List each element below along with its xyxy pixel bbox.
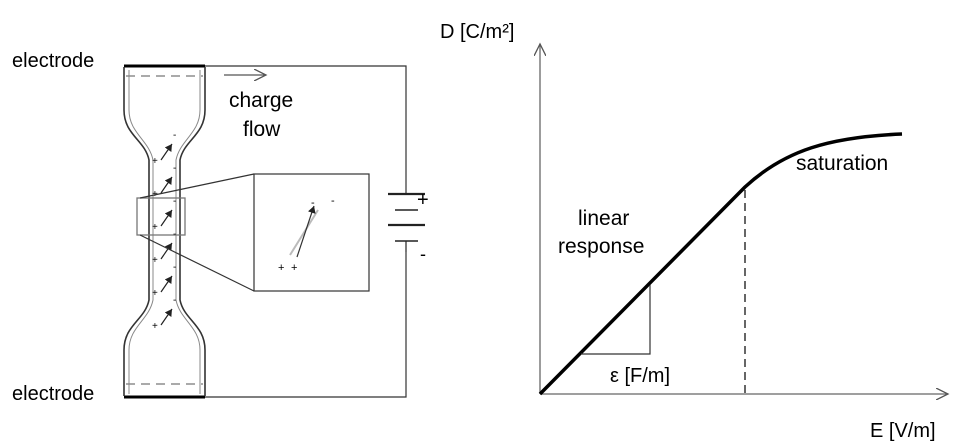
d-e-graph: D [C/m²] E [V/m] linear response saturat…: [440, 21, 948, 442]
dipole-arrow-faded: [289, 209, 319, 256]
zoom-inset-dipole: + + - -: [278, 195, 335, 274]
slope-triangle: [581, 285, 651, 355]
specimen-right-inner-edge: [175, 70, 201, 394]
svg-text:-: -: [173, 262, 176, 273]
specimen-circuit-diagram: electrode electrode + - + - + - +: [12, 50, 429, 405]
dipole-arrow-zoom: [296, 205, 316, 258]
svg-text:-: -: [173, 163, 176, 174]
specimen-left-edge: [123, 67, 150, 396]
d-e-curve: [538, 132, 903, 396]
electrode-bottom-label: electrode: [12, 383, 94, 405]
dipole-arrow: [160, 143, 173, 161]
battery-minus-sign: -: [420, 244, 426, 264]
linear-response-label-line1: linear: [578, 207, 629, 230]
dipole-arrow: [160, 176, 173, 194]
svg-text:+: +: [152, 222, 158, 233]
zoom-line-bottom: [139, 234, 255, 292]
battery-icon: [388, 192, 425, 252]
linear-response-label-line2: response: [558, 235, 644, 258]
circuit-wire-bottom: [205, 252, 407, 398]
charge-flow-label-line1: charge: [229, 89, 293, 112]
svg-text:+: +: [291, 262, 297, 274]
x-axis-label: E [V/m]: [870, 420, 936, 442]
dipole-arrows: [160, 143, 173, 326]
svg-text:+: +: [152, 321, 158, 332]
charge-flow-label-line2: flow: [243, 118, 281, 141]
svg-text:+: +: [278, 262, 284, 274]
dipole-arrow: [160, 209, 173, 227]
svg-text:+: +: [152, 288, 158, 299]
battery-plus-sign: +: [417, 189, 429, 211]
svg-text:-: -: [173, 295, 176, 306]
slope-permittivity-label: ε [F/m]: [610, 365, 670, 387]
electrode-top-label: electrode: [12, 50, 94, 72]
dipole-arrow: [160, 242, 173, 260]
svg-text:-: -: [331, 195, 335, 207]
svg-text:-: -: [173, 196, 176, 207]
circuit-wire-top: [205, 65, 407, 193]
svg-text:-: -: [311, 197, 315, 209]
svg-text:+: +: [152, 156, 158, 167]
zoom-selection-box: [136, 197, 186, 236]
svg-text:+: +: [152, 255, 158, 266]
y-axis-label: D [C/m²]: [440, 21, 514, 43]
specimen-left-inner-edge: [128, 70, 154, 394]
dipole-arrow: [160, 275, 173, 293]
specimen-right-edge: [179, 67, 206, 396]
zoom-inset-box: [253, 173, 370, 292]
saturation-label: saturation: [796, 152, 888, 175]
dipole-charges: + - + - + - + - + - + -: [152, 130, 176, 332]
dipole-arrow: [160, 308, 173, 326]
zoom-line-top: [139, 173, 255, 199]
svg-text:-: -: [173, 130, 176, 141]
